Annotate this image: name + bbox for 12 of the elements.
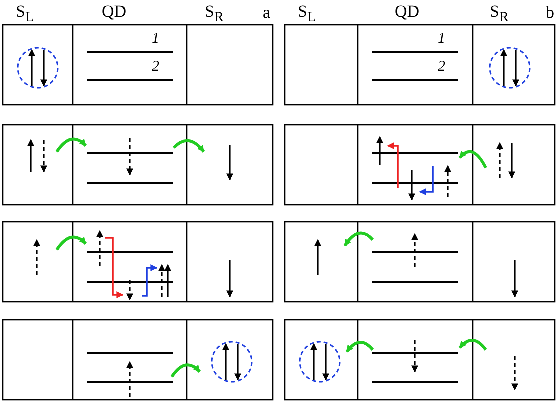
panel-letter: b xyxy=(546,4,554,22)
region-label: S$_{R}$ xyxy=(490,3,509,26)
region-label: S$_{R}$ xyxy=(205,3,224,26)
region-label: QD xyxy=(102,3,127,21)
level-number: 2 xyxy=(438,58,446,76)
region-label: S$_{L}$ xyxy=(16,3,34,26)
level-number: 2 xyxy=(152,58,160,76)
level-number: 1 xyxy=(438,30,446,48)
region-label: QD xyxy=(395,3,420,21)
panel-letter: a xyxy=(263,4,271,22)
region-label: S$_{L}$ xyxy=(298,3,316,26)
level-number: 1 xyxy=(152,30,160,48)
